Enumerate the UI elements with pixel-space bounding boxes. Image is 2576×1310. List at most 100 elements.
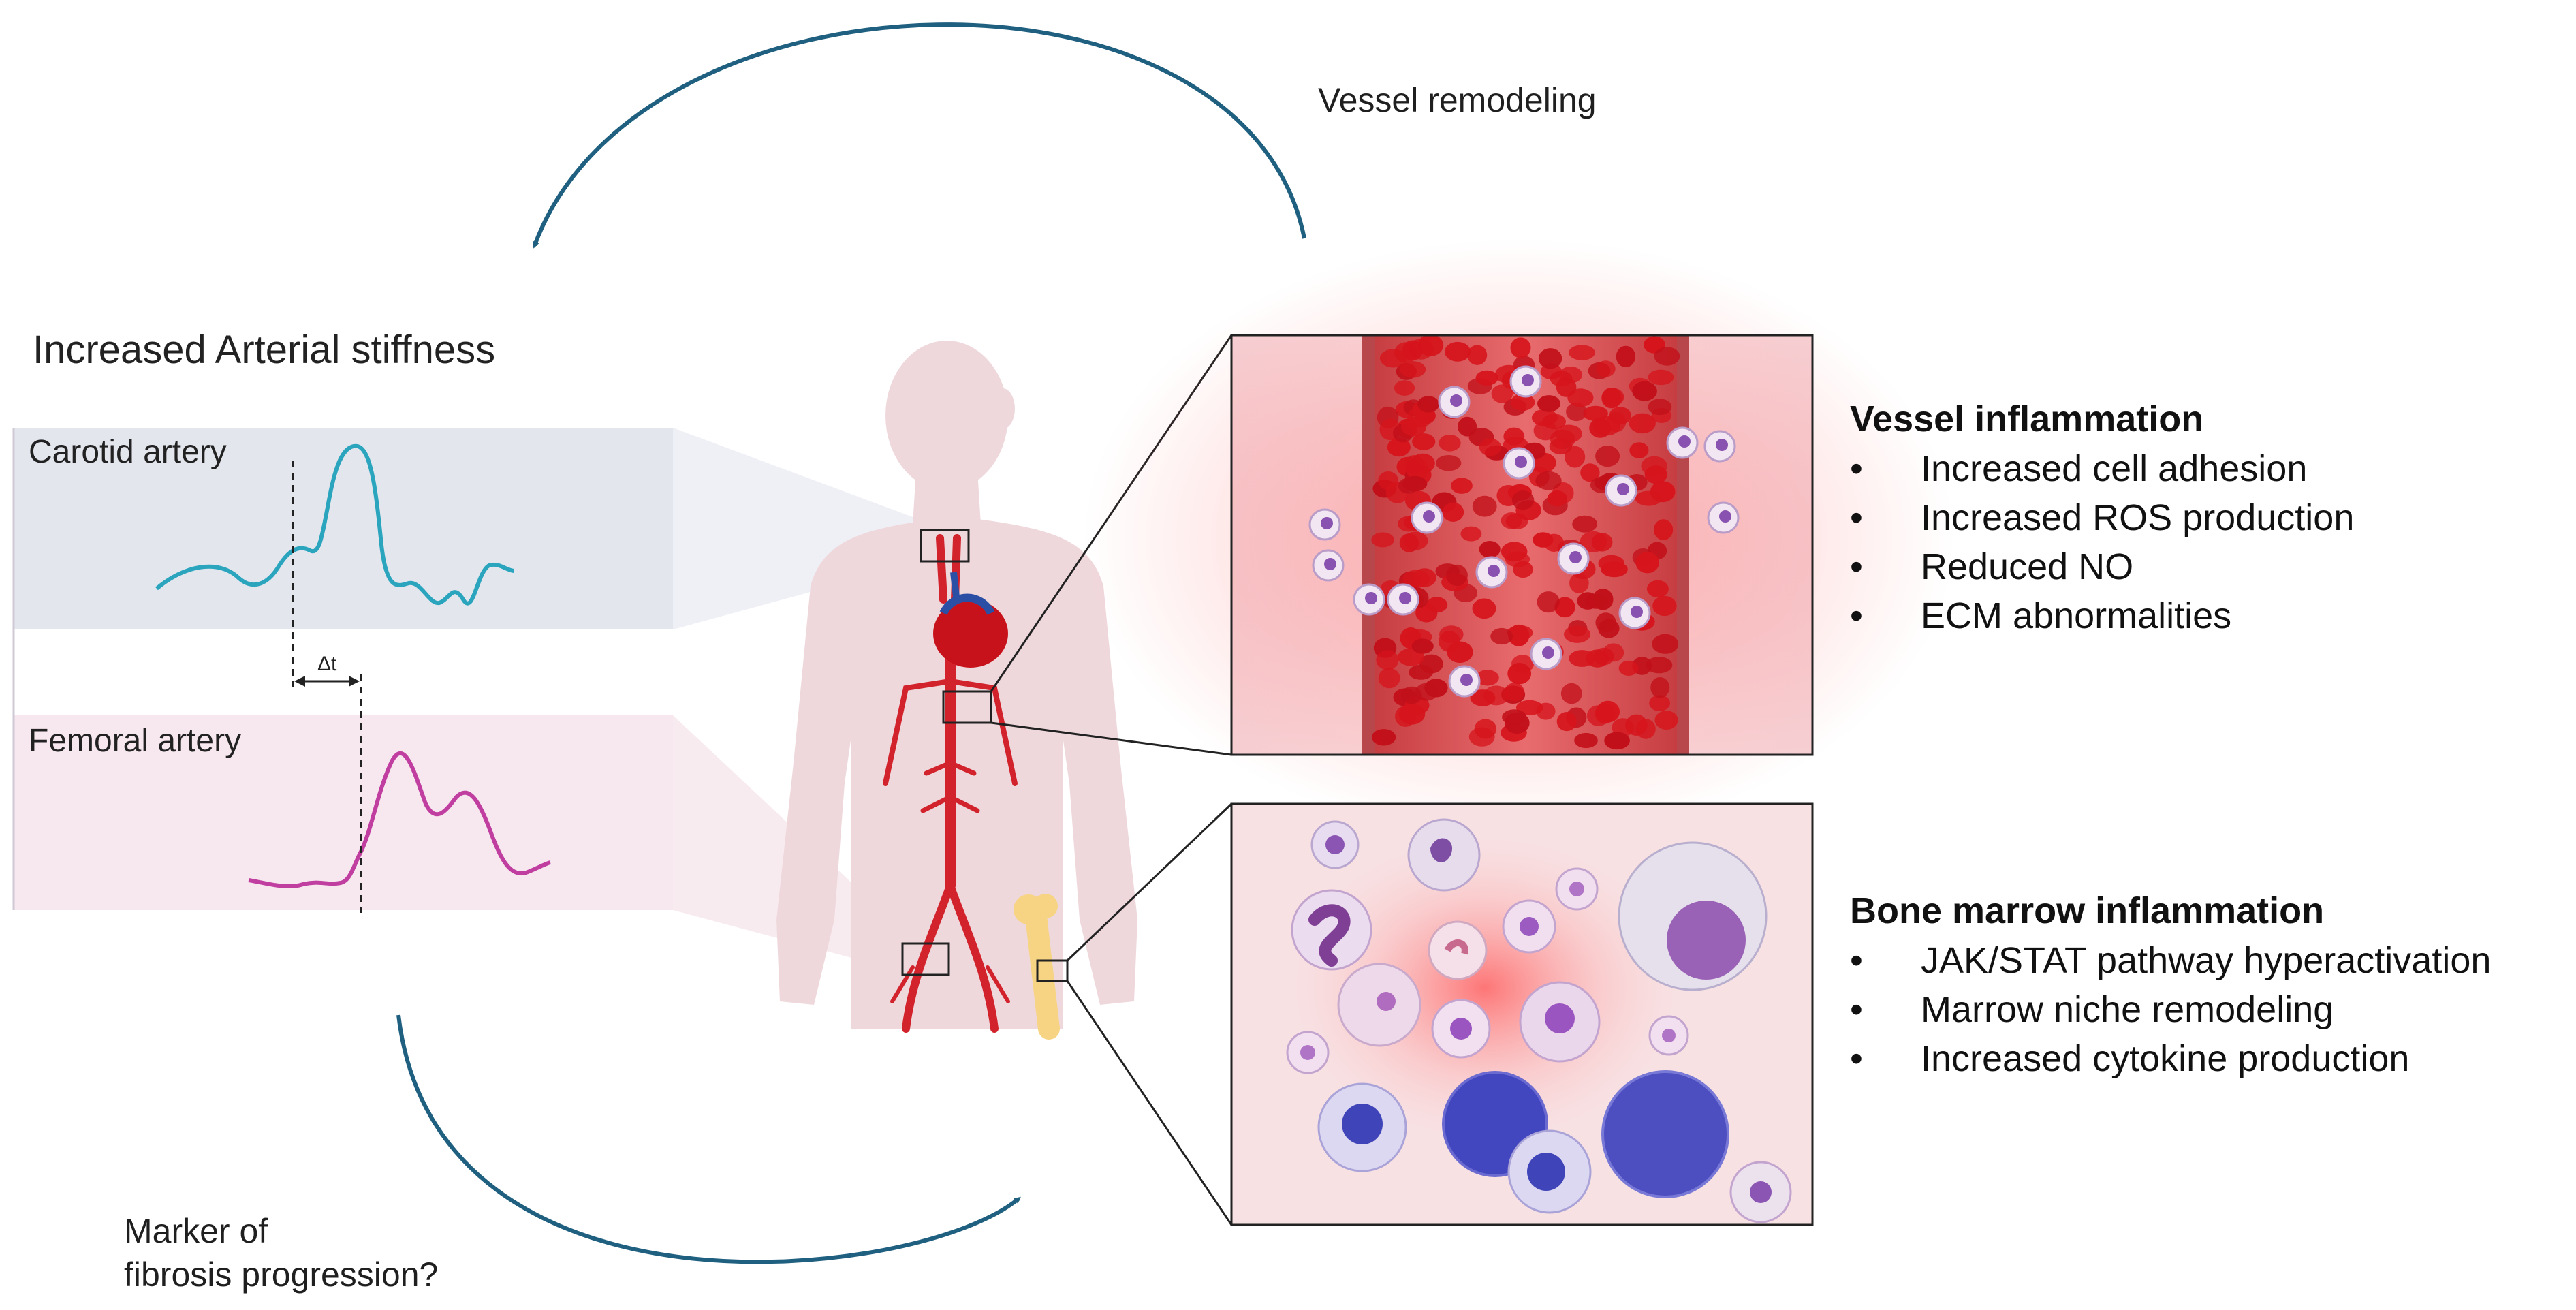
red-blood-cell	[1593, 416, 1620, 436]
red-blood-cell	[1479, 438, 1501, 456]
red-blood-cell	[1537, 591, 1560, 613]
white-blood-cell-nucleus	[1515, 456, 1527, 468]
list-item: ECM abnormalities	[1850, 591, 2354, 640]
red-blood-cell	[1594, 647, 1614, 666]
femoral-artery-label: Femoral artery	[29, 723, 242, 759]
red-blood-cell	[1632, 381, 1657, 401]
bone-marrow-inflammation-title: Bone marrow inflammation	[1850, 890, 2325, 931]
red-blood-cell	[1511, 490, 1535, 510]
white-blood-cell-nucleus	[1569, 551, 1582, 563]
vessel-inflammation-items: Increased cell adhesion Increased ROS pr…	[1850, 444, 2354, 640]
red-blood-cell	[1543, 533, 1565, 552]
red-blood-cell	[1556, 377, 1577, 397]
heart-icon	[933, 572, 1008, 668]
red-blood-cell	[1635, 552, 1659, 574]
red-blood-cell	[1652, 595, 1677, 617]
red-blood-cell	[1510, 337, 1531, 358]
red-blood-cell	[1564, 625, 1590, 643]
red-blood-cell	[1592, 589, 1614, 610]
red-blood-cell	[1635, 719, 1656, 739]
red-blood-cell	[1542, 414, 1566, 430]
vessel-remodeling-label: Vessel remodeling	[1318, 81, 1597, 119]
red-blood-cell	[1415, 683, 1438, 701]
red-blood-cell	[1616, 345, 1636, 368]
red-blood-cell	[1646, 657, 1673, 674]
red-blood-cell	[1403, 531, 1428, 550]
white-blood-cell-nucleus	[1450, 394, 1462, 407]
red-blood-cell	[1472, 598, 1496, 619]
red-blood-cell	[1404, 455, 1425, 475]
list-item: Increased cell adhesion	[1850, 444, 2354, 493]
red-blood-cell	[1417, 396, 1440, 413]
red-blood-cell	[1654, 347, 1680, 366]
red-blood-cell	[1371, 729, 1396, 746]
carotid-projection-wedge	[673, 428, 933, 629]
vessel-remodeling-arrow	[533, 22, 1306, 249]
bone-marrow-inflammation-panel	[1230, 802, 1814, 1226]
red-blood-cell	[1491, 384, 1513, 403]
red-blood-cell	[1560, 683, 1582, 704]
list-item: JAK/STAT pathway hyperactivation	[1850, 936, 2491, 985]
vessel-sample-box	[942, 690, 992, 724]
red-blood-cell	[1415, 604, 1438, 623]
white-blood-cell-nucleus	[1617, 483, 1629, 495]
red-blood-cell	[1474, 719, 1497, 739]
femoral-waveform	[248, 751, 551, 888]
red-blood-cell	[1445, 341, 1471, 362]
femoral-sample-box	[901, 942, 950, 976]
vessel-inflammation-list: Vessel inflammation Increased cell adhes…	[1850, 398, 2354, 640]
red-blood-cell	[1502, 709, 1527, 726]
red-blood-cell	[1458, 416, 1477, 437]
red-blood-cell	[1515, 700, 1543, 715]
delta-t-label: Δt	[317, 653, 337, 675]
list-item: Increased ROS production	[1850, 493, 2354, 542]
red-blood-cell	[1510, 394, 1535, 411]
red-blood-cell	[1436, 455, 1462, 471]
red-blood-cell	[1602, 388, 1624, 406]
red-blood-cell	[1646, 580, 1669, 598]
red-blood-cell	[1648, 369, 1674, 386]
red-blood-cell	[1400, 361, 1426, 378]
red-blood-cell	[1451, 478, 1473, 494]
red-blood-cell	[1439, 435, 1461, 452]
red-blood-cell	[1411, 638, 1434, 654]
white-blood-cell-nucleus	[1365, 592, 1377, 604]
red-blood-cell	[1387, 437, 1411, 457]
red-blood-cell	[1379, 349, 1407, 368]
red-blood-cell	[1635, 490, 1662, 506]
red-blood-cell	[1472, 495, 1497, 517]
bone-marrow-sample-box	[1036, 959, 1069, 982]
femur-bone-icon	[1014, 894, 1060, 1040]
vessel-inflammation-title: Vessel inflammation	[1850, 399, 2204, 439]
red-blood-cell	[1376, 650, 1399, 670]
red-blood-cell	[1555, 424, 1582, 443]
red-blood-cell	[1371, 532, 1394, 548]
red-blood-cell	[1503, 427, 1525, 446]
red-blood-cell	[1650, 677, 1670, 698]
red-blood-cell	[1479, 541, 1501, 558]
red-blood-cell	[1566, 402, 1587, 422]
marker-label-line1: Marker of	[124, 1212, 268, 1250]
femoral-panel	[14, 715, 673, 910]
red-blood-cell	[1470, 689, 1496, 706]
white-blood-cell-nucleus	[1423, 510, 1435, 523]
red-blood-cell	[1402, 340, 1423, 361]
red-blood-cell	[1538, 348, 1562, 369]
red-blood-cell	[1439, 625, 1464, 644]
white-blood-cell-nucleus	[1522, 374, 1534, 386]
red-blood-cell	[1556, 712, 1577, 732]
red-blood-cell	[1504, 683, 1524, 702]
red-blood-cell	[1604, 732, 1630, 750]
red-blood-cell	[1505, 551, 1530, 567]
vessel-inflammation-panel	[1083, 238, 1955, 838]
white-blood-cell-nucleus	[1321, 517, 1333, 529]
blood-cells	[1308, 334, 1740, 750]
red-blood-cell	[1652, 634, 1679, 654]
red-blood-cell	[1442, 502, 1464, 522]
red-blood-cell	[1552, 482, 1574, 504]
white-blood-cell-nucleus	[1678, 435, 1691, 448]
red-blood-cell	[1580, 463, 1600, 482]
red-blood-cell	[1565, 446, 1586, 468]
carotid-waveform	[155, 443, 515, 606]
red-blood-cell	[1394, 380, 1415, 396]
